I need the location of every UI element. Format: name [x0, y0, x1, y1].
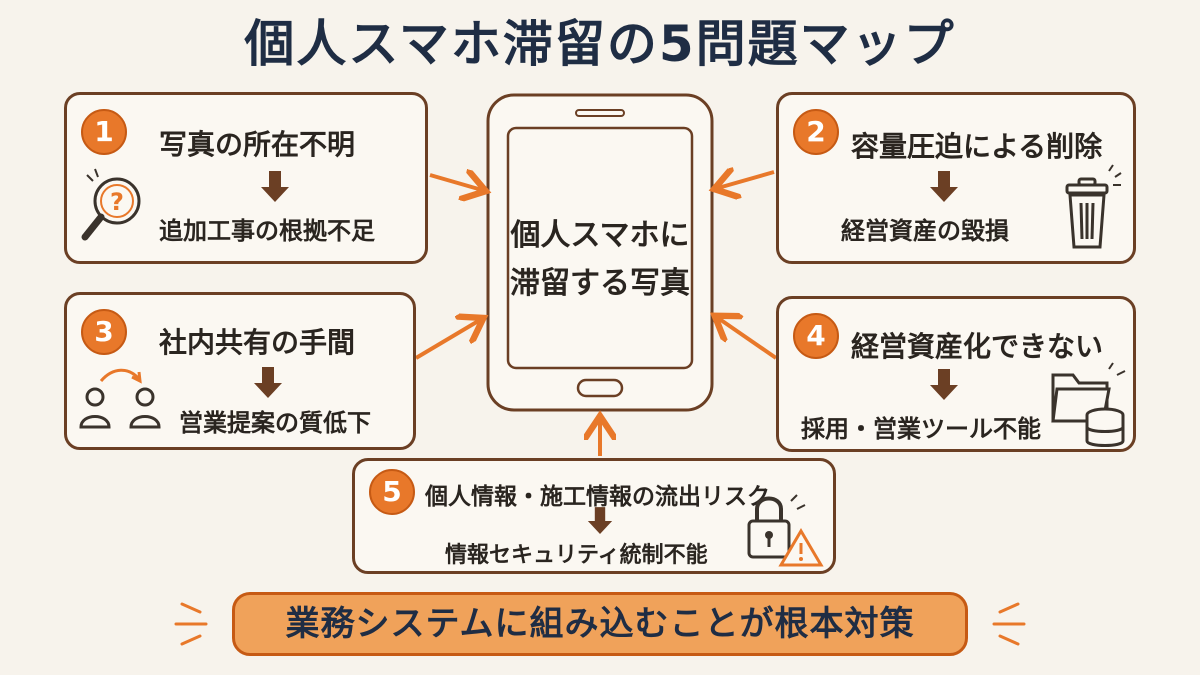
problem-card-2: 2 容量圧迫による削除 経営資産の毀損 — [776, 92, 1136, 264]
page-title: 個人スマホ滞留の5問題マップ — [244, 15, 956, 73]
number-badge: 5 — [369, 469, 415, 515]
problem-text: 写真の所在不明 — [159, 128, 356, 161]
number-badge: 4 — [793, 313, 839, 359]
down-arrow-icon — [930, 369, 958, 400]
down-arrow-icon — [930, 171, 958, 202]
problem-card-3: 3 社内共有の手間 営業提案の質低下 — [64, 292, 416, 450]
central-phone-label: 個人スマホに 滞留する写真 — [510, 218, 690, 301]
arrow-from-problem-3 — [414, 320, 480, 360]
svg-text:?: ? — [110, 188, 124, 216]
lock-warning-icon — [747, 494, 824, 567]
arrow-from-problem-1 — [429, 175, 482, 190]
down-arrow-icon — [261, 171, 289, 202]
smartphone-icon — [486, 93, 714, 412]
problem-card-5: 5 個人情報・施工情報の流出リスク 情報セキュリティ統制不能 — [352, 458, 836, 574]
number-badge: 2 — [793, 109, 839, 155]
problem-card-1: 1 写真の所在不明 追加工事の根拠不足 ? — [64, 92, 428, 264]
number-badge: 1 — [81, 109, 127, 155]
problem-card-4: 4 経営資産化できない 採用・営業ツール不能 — [776, 296, 1136, 452]
banner-sparks-right — [992, 602, 1026, 646]
consequence-text: 経営資産の毀損 — [841, 217, 1009, 245]
people-share-icon — [79, 368, 161, 429]
problem-text: 容量圧迫による削除 — [851, 130, 1103, 163]
consequence-text: 採用・営業ツール不能 — [801, 415, 1041, 443]
consequence-text: 追加工事の根拠不足 — [159, 217, 375, 245]
problem-text: 経営資産化できない — [851, 330, 1104, 363]
consequence-text: 営業提案の質低下 — [179, 409, 371, 437]
problem-text: 個人情報・施工情報の流出リスク — [425, 484, 770, 510]
arrow-from-problem-4 — [718, 318, 778, 360]
magnifier-question-icon: ? — [81, 168, 141, 241]
number-badge: 3 — [81, 309, 127, 355]
consequence-text: 情報セキュリティ統制不能 — [445, 543, 708, 568]
problem-text: 社内共有の手間 — [159, 326, 356, 359]
down-arrow-icon — [587, 507, 613, 534]
trash-can-icon — [1065, 164, 1122, 249]
banner-sparks-left — [174, 602, 208, 646]
folder-database-icon — [1051, 362, 1126, 447]
arrow-from-problem-2 — [718, 172, 775, 188]
conclusion-banner: 業務システムに組み込むことが根本対策 — [232, 592, 968, 656]
down-arrow-icon — [254, 367, 282, 398]
